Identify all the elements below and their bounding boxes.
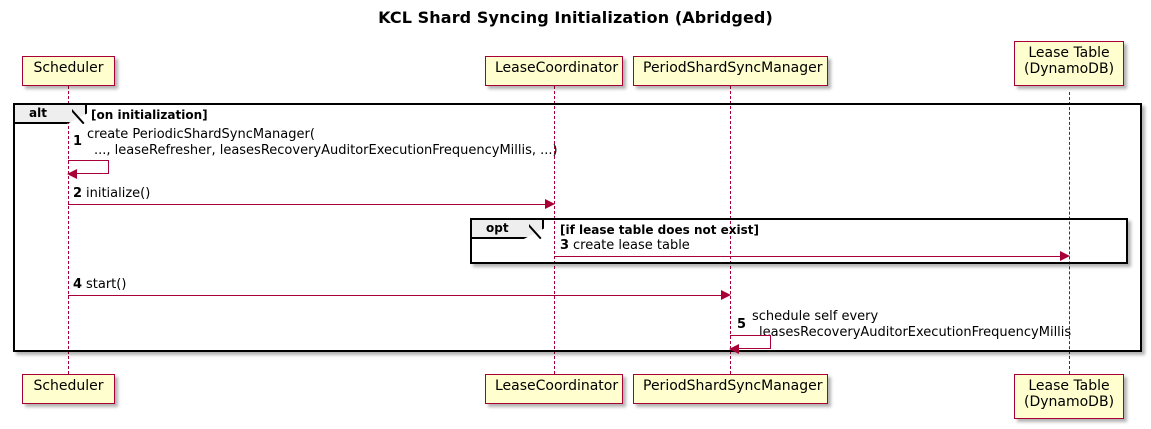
message-1-self-loop [68, 160, 109, 174]
participant-leasetable-top[interactable]: Lease Table (DynamoDB) [1014, 41, 1124, 86]
participant-leasetable-top-label-line1: Lease Table [1028, 45, 1110, 61]
participant-leasecoordinator-bottom-label: LeaseCoordinator [495, 378, 619, 394]
message-5-label-line1: schedule self every [752, 309, 879, 324]
participant-scheduler-top[interactable]: Scheduler [22, 56, 115, 86]
message-5-arrowhead [729, 344, 739, 354]
message-3-line [554, 256, 1062, 257]
participant-periodshardsyncmanager-bottom-label: PeriodShardSyncManager [643, 378, 823, 394]
participant-leasecoordinator-bottom[interactable]: LeaseCoordinator [485, 374, 623, 404]
message-4-arrowhead [721, 290, 731, 300]
participant-periodshardsyncmanager-top[interactable]: PeriodShardSyncManager [633, 56, 828, 86]
lifeline-leasecoordinator [554, 86, 555, 374]
opt-frame [470, 218, 1128, 264]
message-3-number: 3 [560, 238, 570, 253]
message-1-number: 1 [73, 134, 83, 149]
opt-frame-condition: [if lease table does not exist] [560, 223, 760, 237]
participant-periodshardsyncmanager-bottom[interactable]: PeriodShardSyncManager [633, 374, 828, 404]
lifeline-periodshardsyncmanager [730, 86, 731, 374]
lifeline-leasetable [1069, 92, 1070, 374]
message-3-label: create lease table [573, 238, 690, 253]
participant-leasecoordinator-top[interactable]: LeaseCoordinator [485, 56, 623, 86]
message-4-number: 4 [73, 277, 83, 292]
message-1-label-line1: create PeriodicShardSyncManager( [87, 127, 315, 142]
participant-scheduler-bottom-label: Scheduler [33, 378, 104, 394]
message-2-line [68, 204, 547, 205]
participant-scheduler-top-label: Scheduler [33, 60, 104, 76]
message-2-arrowhead [545, 199, 555, 209]
message-2-number: 2 [73, 186, 83, 201]
message-5-number: 5 [737, 317, 747, 332]
participant-leasetable-bottom-label-line1: Lease Table [1028, 378, 1110, 394]
alt-frame [13, 103, 1142, 352]
message-1-arrowhead [67, 169, 77, 179]
participant-periodshardsyncmanager-top-label: PeriodShardSyncManager [643, 60, 823, 76]
participant-leasetable-top-label-line2: (DynamoDB) [1024, 60, 1115, 77]
message-4-label: start() [86, 277, 127, 292]
message-3-arrowhead [1060, 251, 1070, 261]
participant-leasetable-bottom[interactable]: Lease Table (DynamoDB) [1014, 374, 1124, 419]
participant-leasecoordinator-top-label: LeaseCoordinator [495, 60, 619, 76]
participant-scheduler-bottom[interactable]: Scheduler [22, 374, 115, 404]
message-1-label-line2: ..., leaseRefresher, leasesRecoveryAudit… [94, 143, 558, 158]
page-title: KCL Shard Syncing Initialization (Abridg… [378, 8, 773, 27]
alt-frame-condition: [on initialization] [91, 108, 208, 122]
message-5-self-loop [730, 335, 771, 349]
message-5-label-line2: leasesRecoveryAuditorExecutionFrequencyM… [759, 325, 1072, 340]
participant-leasetable-bottom-label-line2: (DynamoDB) [1024, 393, 1115, 410]
message-4-line [68, 295, 723, 296]
lifeline-scheduler [68, 86, 69, 374]
message-2-label: initialize() [86, 186, 151, 201]
